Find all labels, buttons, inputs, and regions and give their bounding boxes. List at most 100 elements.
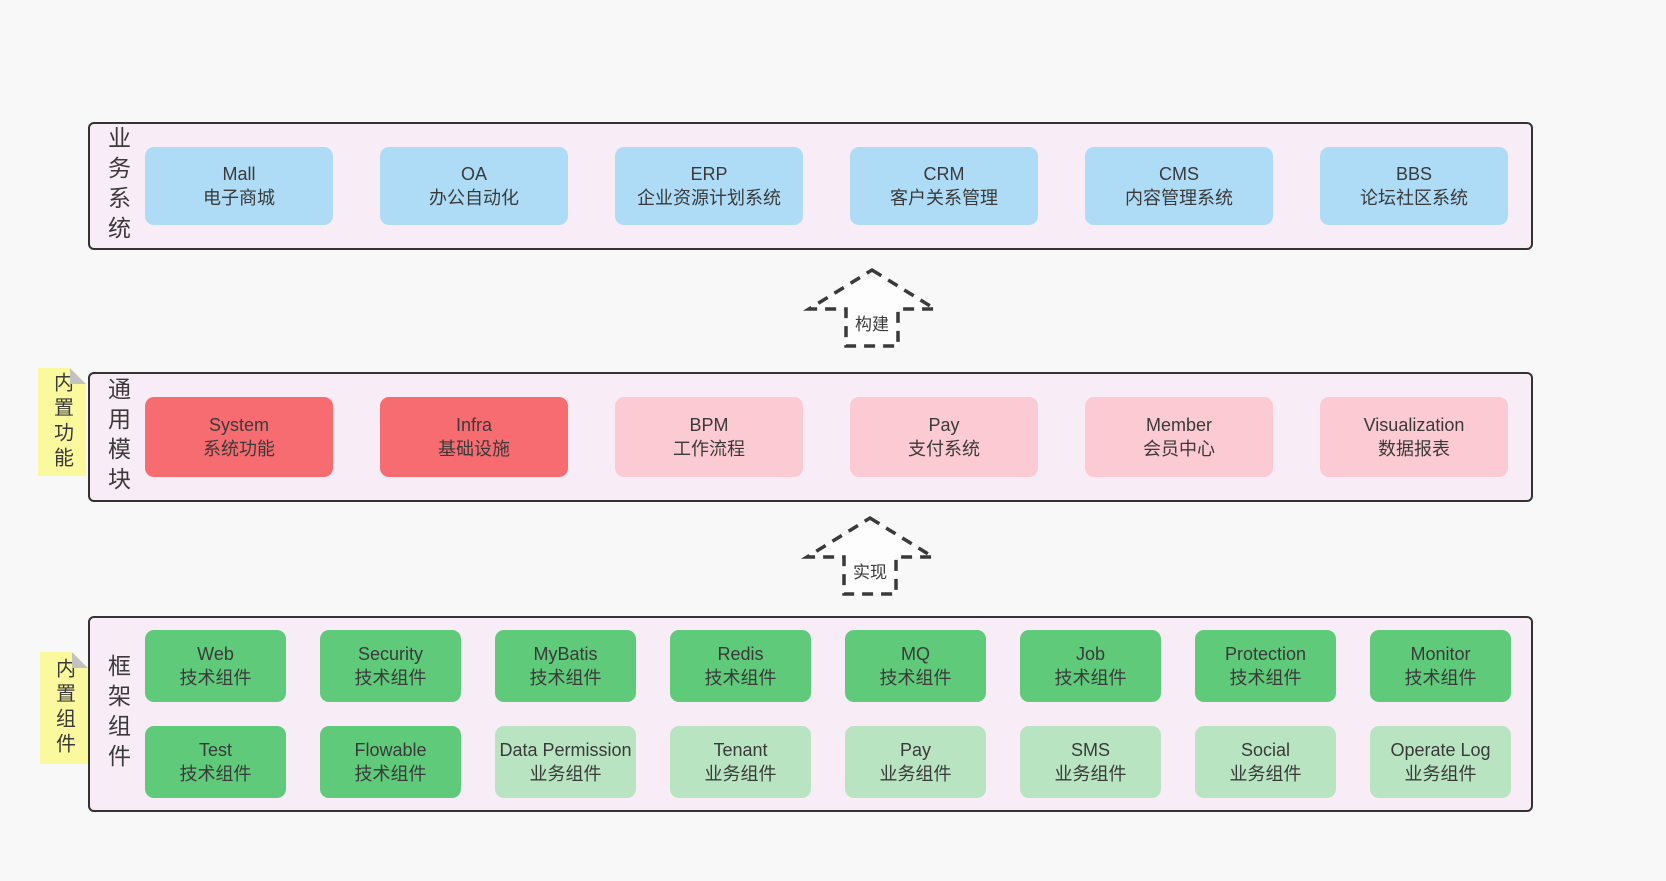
box-title: Test [198,740,232,760]
box-subtitle: 技术组件 [879,668,952,688]
box-web: Web 技术组件 [145,630,286,702]
box-system: System 系统功能 [145,397,333,477]
box-pay: Pay 支付系统 [850,397,1038,477]
box-test: Test 技术组件 [145,726,286,798]
box-title: Protection [1224,644,1307,664]
box-subtitle: 数据报表 [1378,439,1450,459]
layer-common-modules: 通用模块 System 系统功能 Infra 基础设施 BPM 工作流程 Pay 支付系统 Me… [88,372,1533,502]
box-subtitle: 工作流程 [673,439,745,459]
box-subtitle: 支付系统 [908,439,980,459]
layer-business-systems-label: 业务系统 [104,126,131,246]
arrow-implement: 实现 [800,515,940,596]
arrow-up-dashed-icon [802,267,942,348]
arrow-up-dashed-icon [800,515,940,596]
box-mq: MQ 技术组件 [845,630,986,702]
box-subtitle: 业务组件 [1054,764,1127,784]
box-pay: Pay 业务组件 [845,726,986,798]
box-title: Job [1075,644,1106,664]
box-subtitle: 内容管理系统 [1125,188,1233,208]
box-title: BPM [689,415,729,435]
box-subtitle: 技术组件 [354,764,427,784]
box-title: Mall [222,164,256,184]
box-subtitle: 办公自动化 [429,188,519,208]
box-subtitle: 业务组件 [529,764,602,784]
box-title: OA [460,164,487,184]
sticky-note-builtin-features-text: 内置功能 [50,372,73,472]
box-title: Web [197,644,234,664]
box-subtitle: 论坛社区系统 [1360,188,1468,208]
box-visualization: Visualization 数据报表 [1320,397,1508,477]
box-subtitle: 技术组件 [529,668,602,688]
box-title: MQ [901,644,930,664]
box-title: Flowable [354,740,427,760]
layer-framework-components-label: 框架组件 [104,654,131,774]
box-oa: OA 办公自动化 [380,147,568,225]
arrow-implement-label: 实现 [851,558,889,583]
box-social: Social 业务组件 [1195,726,1336,798]
box-cms: CMS 内容管理系统 [1085,147,1273,225]
box-bbs: BBS 论坛社区系统 [1320,147,1508,225]
box-subtitle: 技术组件 [1404,668,1477,688]
box-mall: Mall 电子商城 [145,147,333,225]
box-title: SMS [1070,740,1110,760]
box-subtitle: 系统功能 [203,439,275,459]
box-subtitle: 技术组件 [704,668,777,688]
box-infra: Infra 基础设施 [380,397,568,477]
box-title: Social [1240,740,1291,760]
box-subtitle: 技术组件 [1229,668,1302,688]
box-title: Infra [455,415,493,435]
layer-common-modules-label: 通用模块 [104,377,131,497]
box-title: BBS [1395,164,1433,184]
box-subtitle: 业务组件 [704,764,777,784]
box-tenant: Tenant 业务组件 [670,726,811,798]
box-subtitle: 技术组件 [354,668,427,688]
box-title: System [208,415,269,435]
box-title: Visualization [1363,415,1465,435]
box-subtitle: 基础设施 [438,439,510,459]
box-title: Security [357,644,424,664]
box-title: Member [1145,415,1212,435]
box-title: MyBatis [533,644,598,664]
arrow-build-label: 构建 [853,310,891,335]
box-redis: Redis 技术组件 [670,630,811,702]
box-title: Tenant [713,740,768,760]
box-subtitle: 技术组件 [179,668,252,688]
box-protection: Protection 技术组件 [1195,630,1336,702]
box-flowable: Flowable 技术组件 [320,726,461,798]
box-title: Pay [928,415,960,435]
box-subtitle: 业务组件 [1229,764,1302,784]
box-sms: SMS 业务组件 [1020,726,1161,798]
box-title: Monitor [1410,644,1471,664]
box-title: CMS [1159,164,1199,184]
box-title: Redis [717,644,764,664]
box-security: Security 技术组件 [320,630,461,702]
box-monitor: Monitor 技术组件 [1370,630,1511,702]
box-title: Operate Log [1390,740,1491,760]
box-title: ERP [690,164,728,184]
sticky-note-builtin-components: 内置组件 [40,652,88,764]
box-subtitle: 电子商城 [203,188,275,208]
sticky-note-builtin-features: 内置功能 [38,368,86,476]
arrow-build: 构建 [802,267,942,348]
box-bpm: BPM 工作流程 [615,397,803,477]
box-title: Data Permission [499,740,632,760]
box-subtitle: 业务组件 [879,764,952,784]
box-data-permission: Data Permission 业务组件 [495,726,636,798]
box-subtitle: 技术组件 [179,764,252,784]
box-title: Pay [899,740,932,760]
box-mybatis: MyBatis 技术组件 [495,630,636,702]
